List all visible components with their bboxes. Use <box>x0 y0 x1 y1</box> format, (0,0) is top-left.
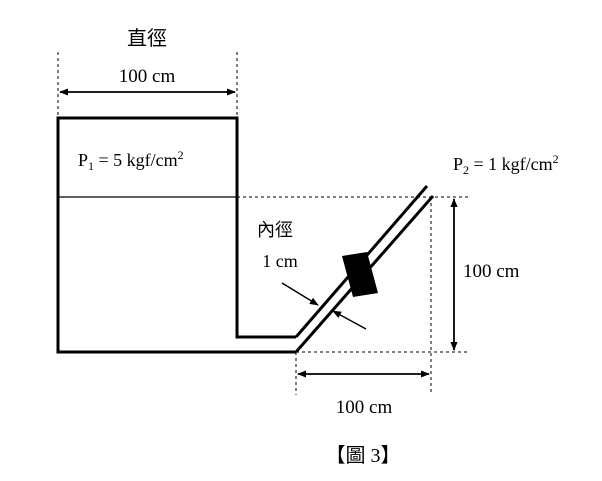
p1-superscript: 2 <box>178 148 184 162</box>
p1-text: = 5 kgf/cm <box>94 150 178 170</box>
p2-text: = 1 kgf/cm <box>469 154 553 174</box>
p2-symbol: P <box>453 154 463 174</box>
p2-superscript: 2 <box>553 152 559 166</box>
figure-caption: 【圖 3】 <box>326 445 401 467</box>
diameter-title: 直徑 <box>127 27 167 50</box>
height-dimension-value: 100 cm <box>463 261 520 282</box>
p1-label: P1 = 5 kgf/cm2 <box>78 148 184 173</box>
p2-subscript: 2 <box>463 163 469 177</box>
inner-diameter-pointer-upper <box>281 282 319 306</box>
p2-label: P2 = 1 kgf/cm2 <box>453 152 559 177</box>
valve-icon <box>342 252 378 297</box>
width-dimension-value: 100 cm <box>336 397 393 418</box>
inner-diameter-value: 1 cm <box>262 251 298 271</box>
p1-symbol: P <box>78 150 88 170</box>
p1-subscript: 1 <box>88 159 94 173</box>
diameter-value: 100 cm <box>119 66 176 87</box>
inner-diameter-pointer-lower <box>332 310 367 330</box>
tank-outline <box>56 116 296 354</box>
inner-diameter-title: 內徑 <box>257 220 293 240</box>
